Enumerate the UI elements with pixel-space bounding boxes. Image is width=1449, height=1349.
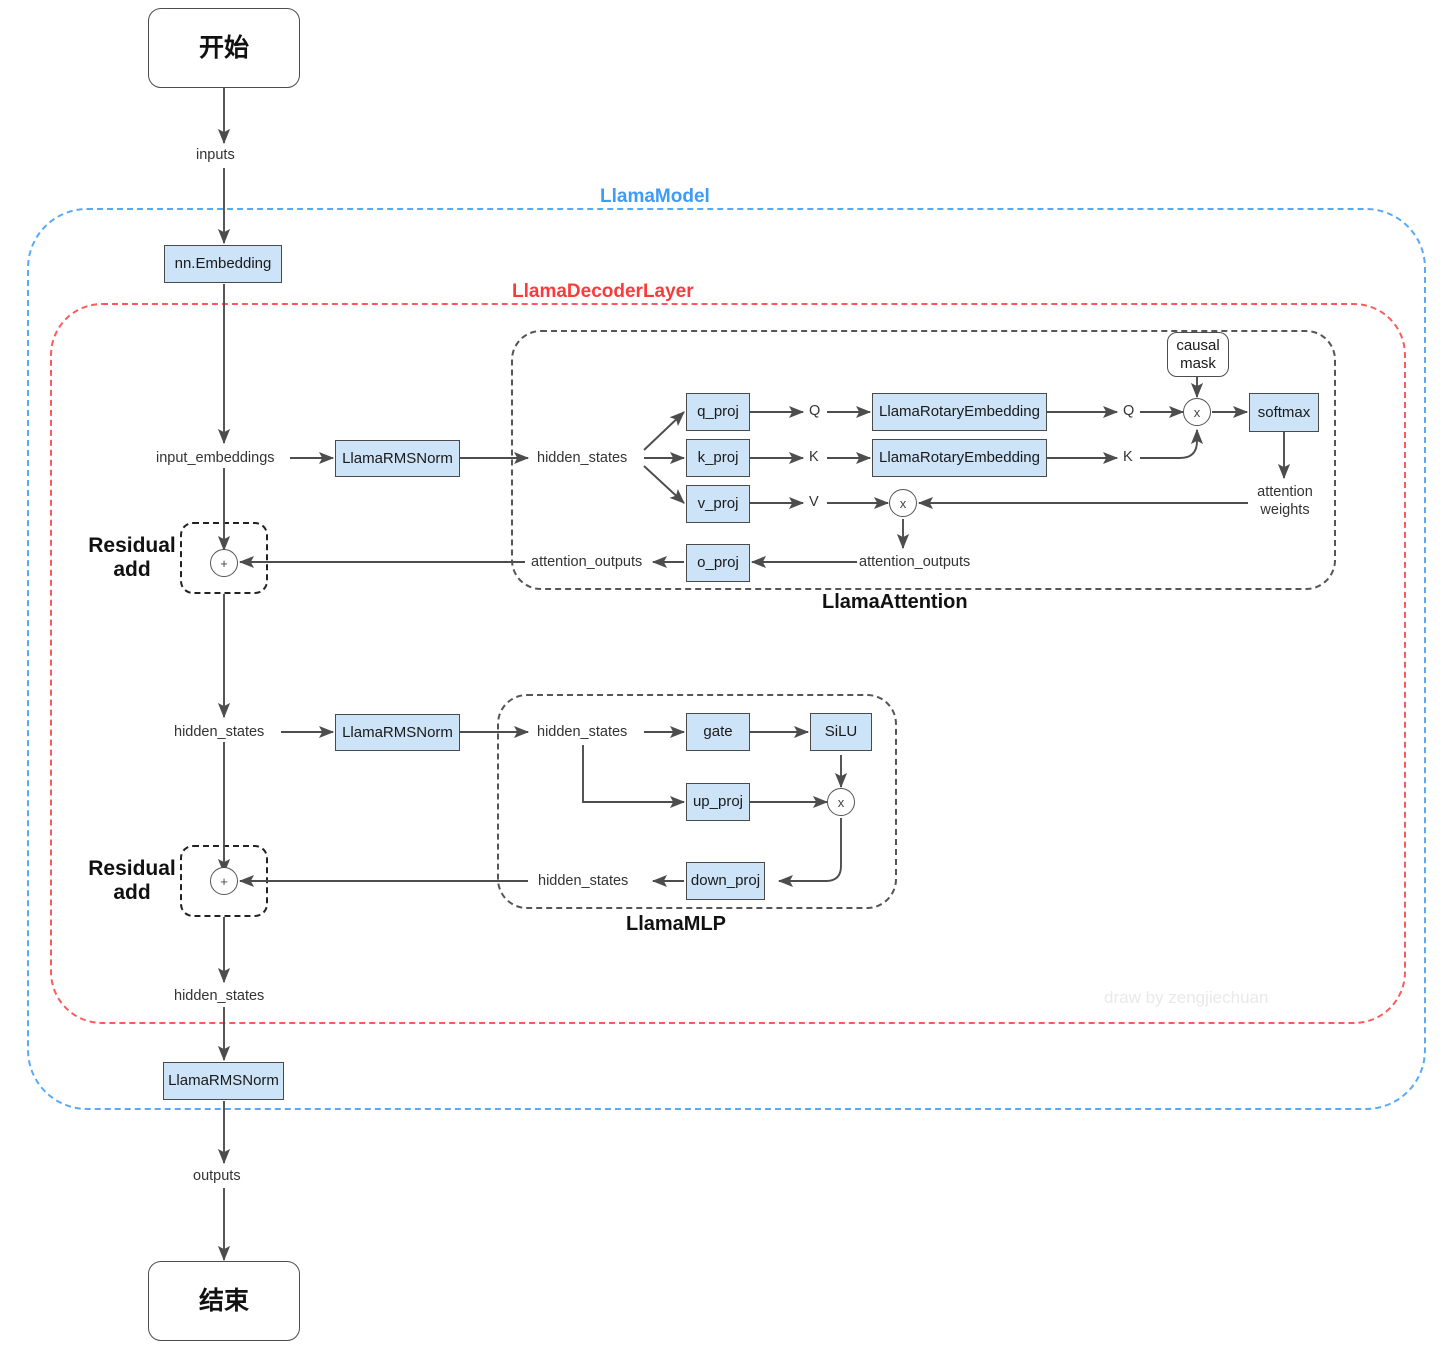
edge-label-attention-outputs-right: attention_outputs xyxy=(859,554,971,570)
node-start[interactable]: 开始 xyxy=(148,8,300,88)
residual-add-caption-2-line2: add xyxy=(113,880,151,904)
group-llama-attention xyxy=(511,330,1336,590)
residual-add-caption-2-line1: Residual xyxy=(88,857,176,880)
edge-label-hidden-states-decoder-out: hidden_states xyxy=(174,988,265,1004)
node-end[interactable]: 结束 xyxy=(148,1261,300,1341)
node-softmax[interactable]: softmax xyxy=(1249,393,1319,432)
attention-weights-line1: attention xyxy=(1257,484,1313,500)
node-k-proj[interactable]: k_proj xyxy=(686,439,750,477)
group-llama-mlp xyxy=(497,694,897,909)
edge-label-q: Q xyxy=(809,403,821,419)
node-rmsnorm-attention[interactable]: LlamaRMSNorm xyxy=(335,440,460,477)
edge-label-hidden-states-mlp-pre: hidden_states xyxy=(174,724,265,740)
attention-weights-line2: weights xyxy=(1260,502,1310,519)
group-title-llama-attention: LlamaAttention xyxy=(822,591,968,613)
group-title-llama-decoder-layer: LlamaDecoderLayer xyxy=(512,281,694,302)
causal-mask-line2: mask xyxy=(1180,354,1216,372)
edge-label-k: K xyxy=(809,449,819,465)
residual-add-caption-1: Residual add xyxy=(80,534,184,581)
node-up-proj[interactable]: up_proj xyxy=(686,783,750,821)
node-silu[interactable]: SiLU xyxy=(810,713,872,751)
edge-label-inputs: inputs xyxy=(196,147,235,163)
node-v-proj[interactable]: v_proj xyxy=(686,485,750,523)
residual-add-caption-2: Residual add xyxy=(80,857,184,904)
node-rmsnorm-final[interactable]: LlamaRMSNorm xyxy=(163,1062,284,1100)
group-title-llama-mlp: LlamaMLP xyxy=(626,913,727,935)
edge-label-q-rope: Q xyxy=(1123,403,1135,419)
node-rmsnorm-mlp[interactable]: LlamaRMSNorm xyxy=(335,714,460,751)
edge-label-hidden-states-attn-in: hidden_states xyxy=(537,450,628,466)
op-add-2[interactable]: + xyxy=(210,867,238,895)
group-title-llama-model: LlamaModel xyxy=(600,186,710,207)
node-rotary-embedding-k[interactable]: LlamaRotaryEmbedding xyxy=(872,439,1047,477)
node-o-proj[interactable]: o_proj xyxy=(686,544,750,582)
edge-label-hidden-states-mlp-out: hidden_states xyxy=(538,873,629,889)
op-multiply-attention-value[interactable]: x xyxy=(889,489,917,517)
edge-label-input-embeddings: input_embeddings xyxy=(156,450,275,466)
edge-label-attention-weights: attention weights xyxy=(1248,483,1322,519)
residual-add-caption-1-line1: Residual xyxy=(88,534,176,557)
group-llama-decoder-layer xyxy=(50,303,1406,1024)
op-add-1[interactable]: + xyxy=(210,549,238,577)
edge-label-k-rope: K xyxy=(1123,449,1133,465)
node-q-proj[interactable]: q_proj xyxy=(686,393,750,431)
node-down-proj[interactable]: down_proj xyxy=(686,862,765,900)
edge-label-outputs: outputs xyxy=(193,1168,241,1184)
node-rotary-embedding-q[interactable]: LlamaRotaryEmbedding xyxy=(872,393,1047,431)
node-gate[interactable]: gate xyxy=(686,713,750,751)
watermark-credit: draw by zengjiechuan xyxy=(1104,988,1269,1007)
node-causal-mask[interactable]: causal mask xyxy=(1167,332,1229,377)
edge-label-attention-outputs-left: attention_outputs xyxy=(531,554,643,570)
op-multiply-qk[interactable]: x xyxy=(1183,398,1211,426)
residual-add-caption-1-line2: add xyxy=(113,557,151,581)
group-llama-model xyxy=(27,208,1426,1110)
edge-label-v: V xyxy=(809,494,819,510)
node-nn-embedding[interactable]: nn.Embedding xyxy=(164,245,282,283)
causal-mask-line1: causal xyxy=(1176,337,1220,355)
edge-label-hidden-states-mlp-in: hidden_states xyxy=(537,724,628,740)
op-multiply-mlp[interactable]: x xyxy=(827,788,855,816)
